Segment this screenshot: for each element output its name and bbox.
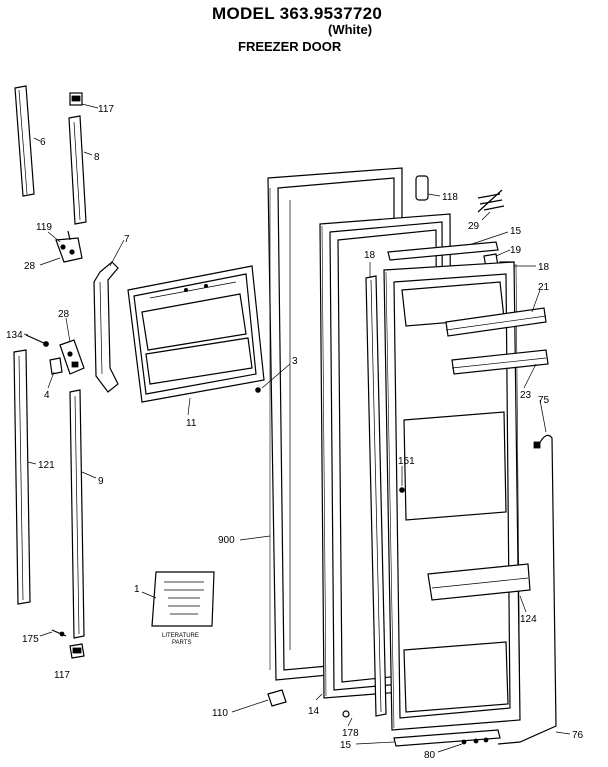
part-23-lower-shelf [451, 349, 549, 375]
part-110-bracket [267, 689, 287, 707]
part-117-cap-bottom [69, 643, 85, 659]
part-1-literature: LITERATURE PARTS [151, 571, 215, 646]
callout-7: 7 [124, 234, 130, 245]
part-29-spring [477, 189, 505, 213]
part-4-block [49, 357, 63, 375]
part-124-bin [427, 563, 531, 601]
part-15-top-rail [387, 241, 499, 261]
callout-14: 14 [308, 706, 320, 717]
part-18-gasket-strip [365, 275, 387, 717]
part-15-bottom-rail [393, 729, 501, 747]
callout-178: 178 [342, 728, 359, 739]
callout-18-right: 18 [538, 262, 550, 273]
callout-4: 4 [44, 390, 50, 401]
literature-label-1: LITERATURE [162, 633, 199, 639]
part-119-28-hinge-bracket [55, 230, 83, 263]
part-118-cap [415, 175, 429, 201]
part-11-dispenser-panel [127, 265, 265, 403]
inner-door-liner [383, 261, 521, 731]
callout-175: 175 [22, 634, 39, 645]
callout-76: 76 [572, 730, 584, 741]
callout-110: 110 [212, 708, 228, 719]
callout-28-upper: 28 [24, 261, 36, 272]
callout-117-bottom: 117 [54, 670, 70, 681]
callout-124: 124 [520, 614, 537, 625]
part-8-upper-strip [68, 115, 87, 225]
part-75-76-heater-wire [497, 434, 557, 745]
callout-3: 3 [292, 356, 298, 367]
callout-1: 1 [134, 584, 140, 595]
part-151-screw [399, 487, 405, 493]
callout-8: 8 [94, 152, 100, 163]
literature-label-2: PARTS [172, 640, 191, 646]
part-9-lower-strip [69, 389, 85, 639]
callout-15-bottom: 15 [340, 740, 352, 751]
callout-21: 21 [538, 282, 550, 293]
callout-118: 118 [442, 192, 458, 203]
callout-80: 80 [424, 750, 436, 761]
callout-134: 134 [6, 330, 23, 341]
part-80-clips [461, 737, 489, 745]
callout-18-left: 18 [364, 250, 376, 261]
callout-119: 119 [36, 222, 52, 233]
part-7-handle [93, 261, 119, 393]
model-title: MODEL 363.9537720 [212, 4, 383, 23]
part-178-spacer [342, 710, 350, 718]
section-title: FREEZER DOOR [238, 39, 342, 54]
callout-121: 121 [38, 460, 55, 471]
callout-23: 23 [520, 390, 532, 401]
part-28-lower-hinge [59, 339, 85, 375]
callout-29: 29 [468, 221, 480, 232]
leader-lines [23, 103, 571, 753]
part-21-upper-shelf [445, 307, 547, 337]
callout-117-top: 117 [98, 104, 114, 115]
callout-75: 75 [538, 395, 550, 406]
callout-19: 19 [510, 245, 522, 256]
callout-151: 151 [398, 456, 415, 467]
callout-9: 9 [98, 476, 104, 487]
part-117-cap-top [69, 92, 83, 106]
callout-900: 900 [218, 535, 235, 546]
callout-6: 6 [40, 137, 46, 148]
part-175-screw [51, 629, 67, 637]
callout-28-lower: 28 [58, 309, 70, 320]
model-color: (White) [328, 22, 373, 37]
part-121-long-strip [13, 349, 31, 605]
part-134-screw [25, 334, 49, 347]
callout-labels: 6 117 8 119 28 7 134 28 4 121 9 11 3 118… [6, 104, 584, 761]
callout-15-top: 15 [510, 226, 522, 237]
part-3-screw [255, 387, 261, 393]
callout-11: 11 [186, 418, 197, 429]
part-6-trim-strip [14, 85, 35, 197]
